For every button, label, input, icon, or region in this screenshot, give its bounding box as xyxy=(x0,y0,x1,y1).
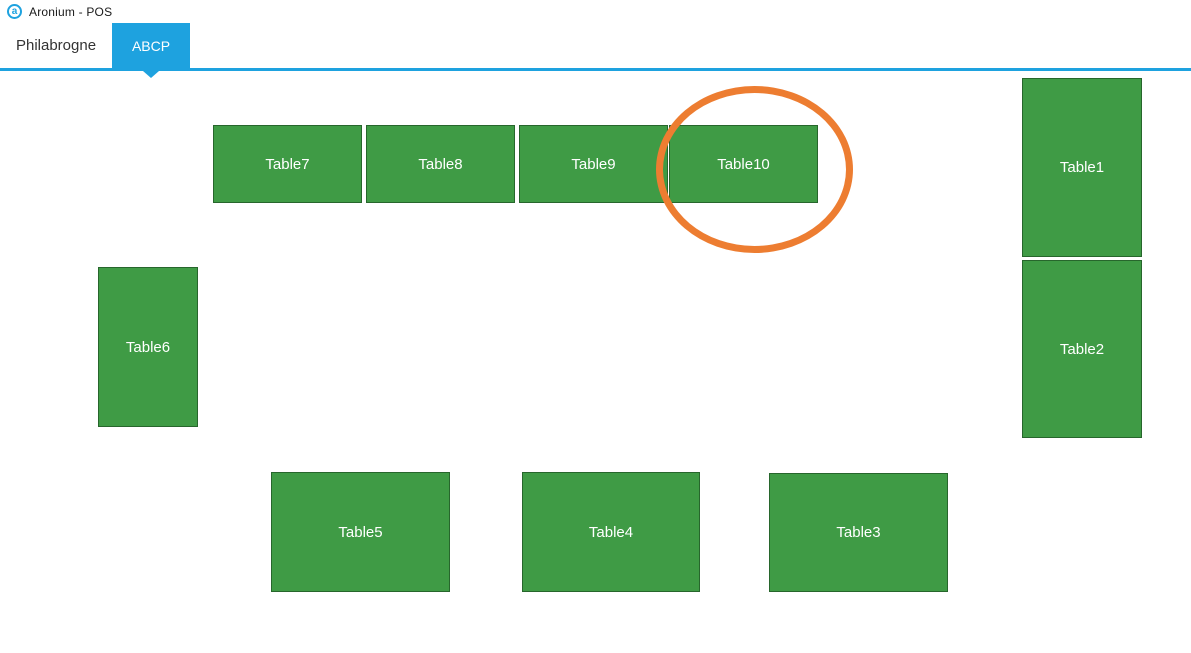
table-table10[interactable]: Table10 xyxy=(669,125,818,203)
table-table1[interactable]: Table1 xyxy=(1022,78,1142,257)
table-label: Table8 xyxy=(418,155,463,173)
tab-bar-underline xyxy=(0,68,1191,71)
table-table9[interactable]: Table9 xyxy=(519,125,668,203)
title-bar: a Aronium - POS xyxy=(0,0,1191,23)
window-title: Aronium - POS xyxy=(29,4,113,19)
aronium-logo-icon: a xyxy=(7,4,22,19)
table-label: Table4 xyxy=(588,523,634,541)
tab-bar: Philabrogne ABCP xyxy=(0,23,1191,68)
tab-abcp[interactable]: ABCP xyxy=(112,23,190,68)
table-label: Table9 xyxy=(571,155,616,173)
table-table6[interactable]: Table6 xyxy=(98,267,198,427)
table-table5[interactable]: Table5 xyxy=(271,472,450,592)
table-table2[interactable]: Table2 xyxy=(1022,260,1142,438)
table-label: Table5 xyxy=(338,523,383,541)
table-label: Table1 xyxy=(1059,159,1105,176)
table-table8[interactable]: Table8 xyxy=(366,125,515,203)
tab-label: Philabrogne xyxy=(15,37,97,54)
active-tab-pointer-icon xyxy=(143,71,159,78)
tab-label: ABCP xyxy=(131,37,171,54)
table-table7[interactable]: Table7 xyxy=(213,125,362,203)
table-label: Table10 xyxy=(717,155,770,173)
tab-philabrogne[interactable]: Philabrogne xyxy=(0,23,112,68)
table-table4[interactable]: Table4 xyxy=(522,472,700,592)
table-table3[interactable]: Table3 xyxy=(769,473,948,592)
table-label: Table7 xyxy=(265,155,310,173)
table-label: Table3 xyxy=(836,524,881,541)
table-label: Table6 xyxy=(125,338,171,356)
table-label: Table2 xyxy=(1059,340,1105,358)
